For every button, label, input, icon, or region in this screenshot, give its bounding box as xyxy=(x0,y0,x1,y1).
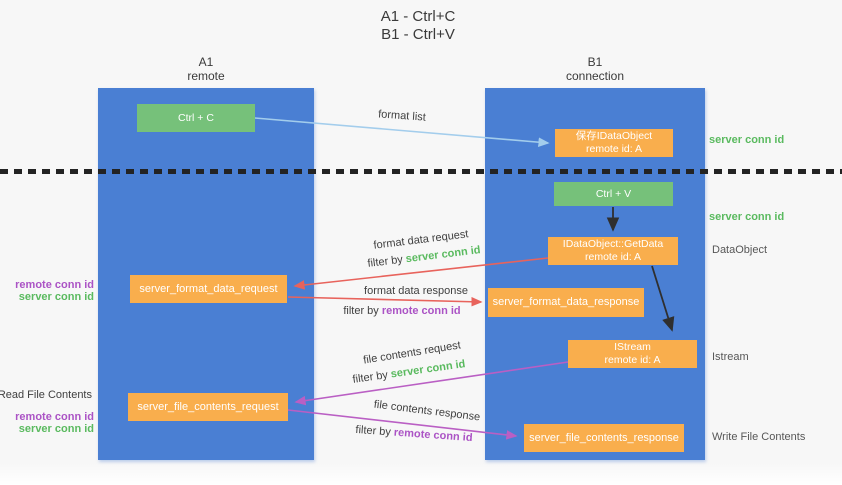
istream-box: IStream remote id: A xyxy=(568,340,697,368)
remote-conn-id-annotation-format: remote conn id xyxy=(15,279,94,291)
save-idataobject-box: 保存IDataObject remote id: A xyxy=(555,129,673,157)
format-data-response-arrow xyxy=(287,296,483,307)
ctrl-v-label: Ctrl + V xyxy=(595,187,632,200)
server-file-contents-request-label: server_file_contents_request xyxy=(137,400,279,413)
lifeline-b1-role: connection xyxy=(565,69,625,83)
lifeline-a1-name: A1 xyxy=(198,55,214,69)
server-format-data-request-label: server_format_data_request xyxy=(139,282,278,295)
idataobject-getdata-box: IDataObject::GetData remote id: A xyxy=(548,237,678,265)
server-file-contents-response-label: server_file_contents_response xyxy=(529,431,679,444)
save-idataobject-line2: remote id: A xyxy=(585,143,643,155)
lifeline-header-b1: B1 connection xyxy=(566,55,624,83)
server-format-data-response-label: server_format_data_response xyxy=(492,296,640,308)
filter-by-text: filter by xyxy=(351,369,389,386)
lifeline-header-a1: A1 remote xyxy=(187,55,224,83)
lifeline-a1-role: remote xyxy=(187,69,225,83)
ctrl-c-label: Ctrl + C xyxy=(178,111,214,124)
filter-by-text: filter by xyxy=(366,253,404,270)
server-file-contents-request-box: server_file_contents_request xyxy=(128,393,288,421)
server-format-data-response-box: server_format_data_response xyxy=(488,288,644,317)
ctrl-v-box: Ctrl + V xyxy=(554,182,673,206)
bottom-fade xyxy=(0,463,842,485)
server-format-data-request-box: server_format_data_request xyxy=(130,275,287,303)
filter-by-text: filter by xyxy=(355,423,392,439)
remote-conn-id-text: remote conn id xyxy=(381,305,461,317)
ctrl-c-box: Ctrl + C xyxy=(137,104,255,132)
phase-separator-dotted-line xyxy=(0,169,842,174)
server-conn-id-text: server conn id xyxy=(405,244,482,266)
istream-annotation: Istream xyxy=(712,351,749,363)
server-conn-id-annotation-file: server conn id xyxy=(18,423,94,435)
title-line-1: A1 - Ctrl+C xyxy=(380,8,456,25)
dataobject-annotation: DataObject xyxy=(712,244,768,256)
remote-conn-id-text: remote conn id xyxy=(393,426,473,445)
remote-conn-id-annotation-file: remote conn id xyxy=(15,411,94,423)
server-conn-id-annotation-top: server conn id xyxy=(709,134,785,146)
title-line-2: B1 - Ctrl+V xyxy=(381,26,455,43)
server-file-contents-response-box: server_file_contents_response xyxy=(524,424,684,452)
server-conn-id-text: server conn id xyxy=(389,358,467,381)
server-conn-id-annotation-mid: server conn id xyxy=(709,211,785,223)
server-conn-id-annotation-format: server conn id xyxy=(18,291,94,303)
istream-line2: remote id: A xyxy=(604,354,661,366)
file-contents-response-label: file contents response xyxy=(373,398,481,424)
read-file-contents-annotation: Read File Contents xyxy=(0,389,92,401)
getdata-line2: remote id: A xyxy=(584,251,642,263)
getdata-line1: IDataObject::GetData xyxy=(562,238,664,250)
istream-line1: IStream xyxy=(614,341,651,353)
save-idataobject-line1: 保存IDataObject xyxy=(575,130,653,142)
filter-by-text: filter by xyxy=(343,305,379,317)
diagram-title: A1 - Ctrl+C B1 - Ctrl+V xyxy=(381,8,456,44)
write-file-contents-annotation: Write File Contents xyxy=(712,431,806,443)
lifeline-b1-name: B1 xyxy=(587,55,603,69)
format-data-response-label: format data response xyxy=(364,285,468,297)
format-list-label: format list xyxy=(377,108,427,124)
